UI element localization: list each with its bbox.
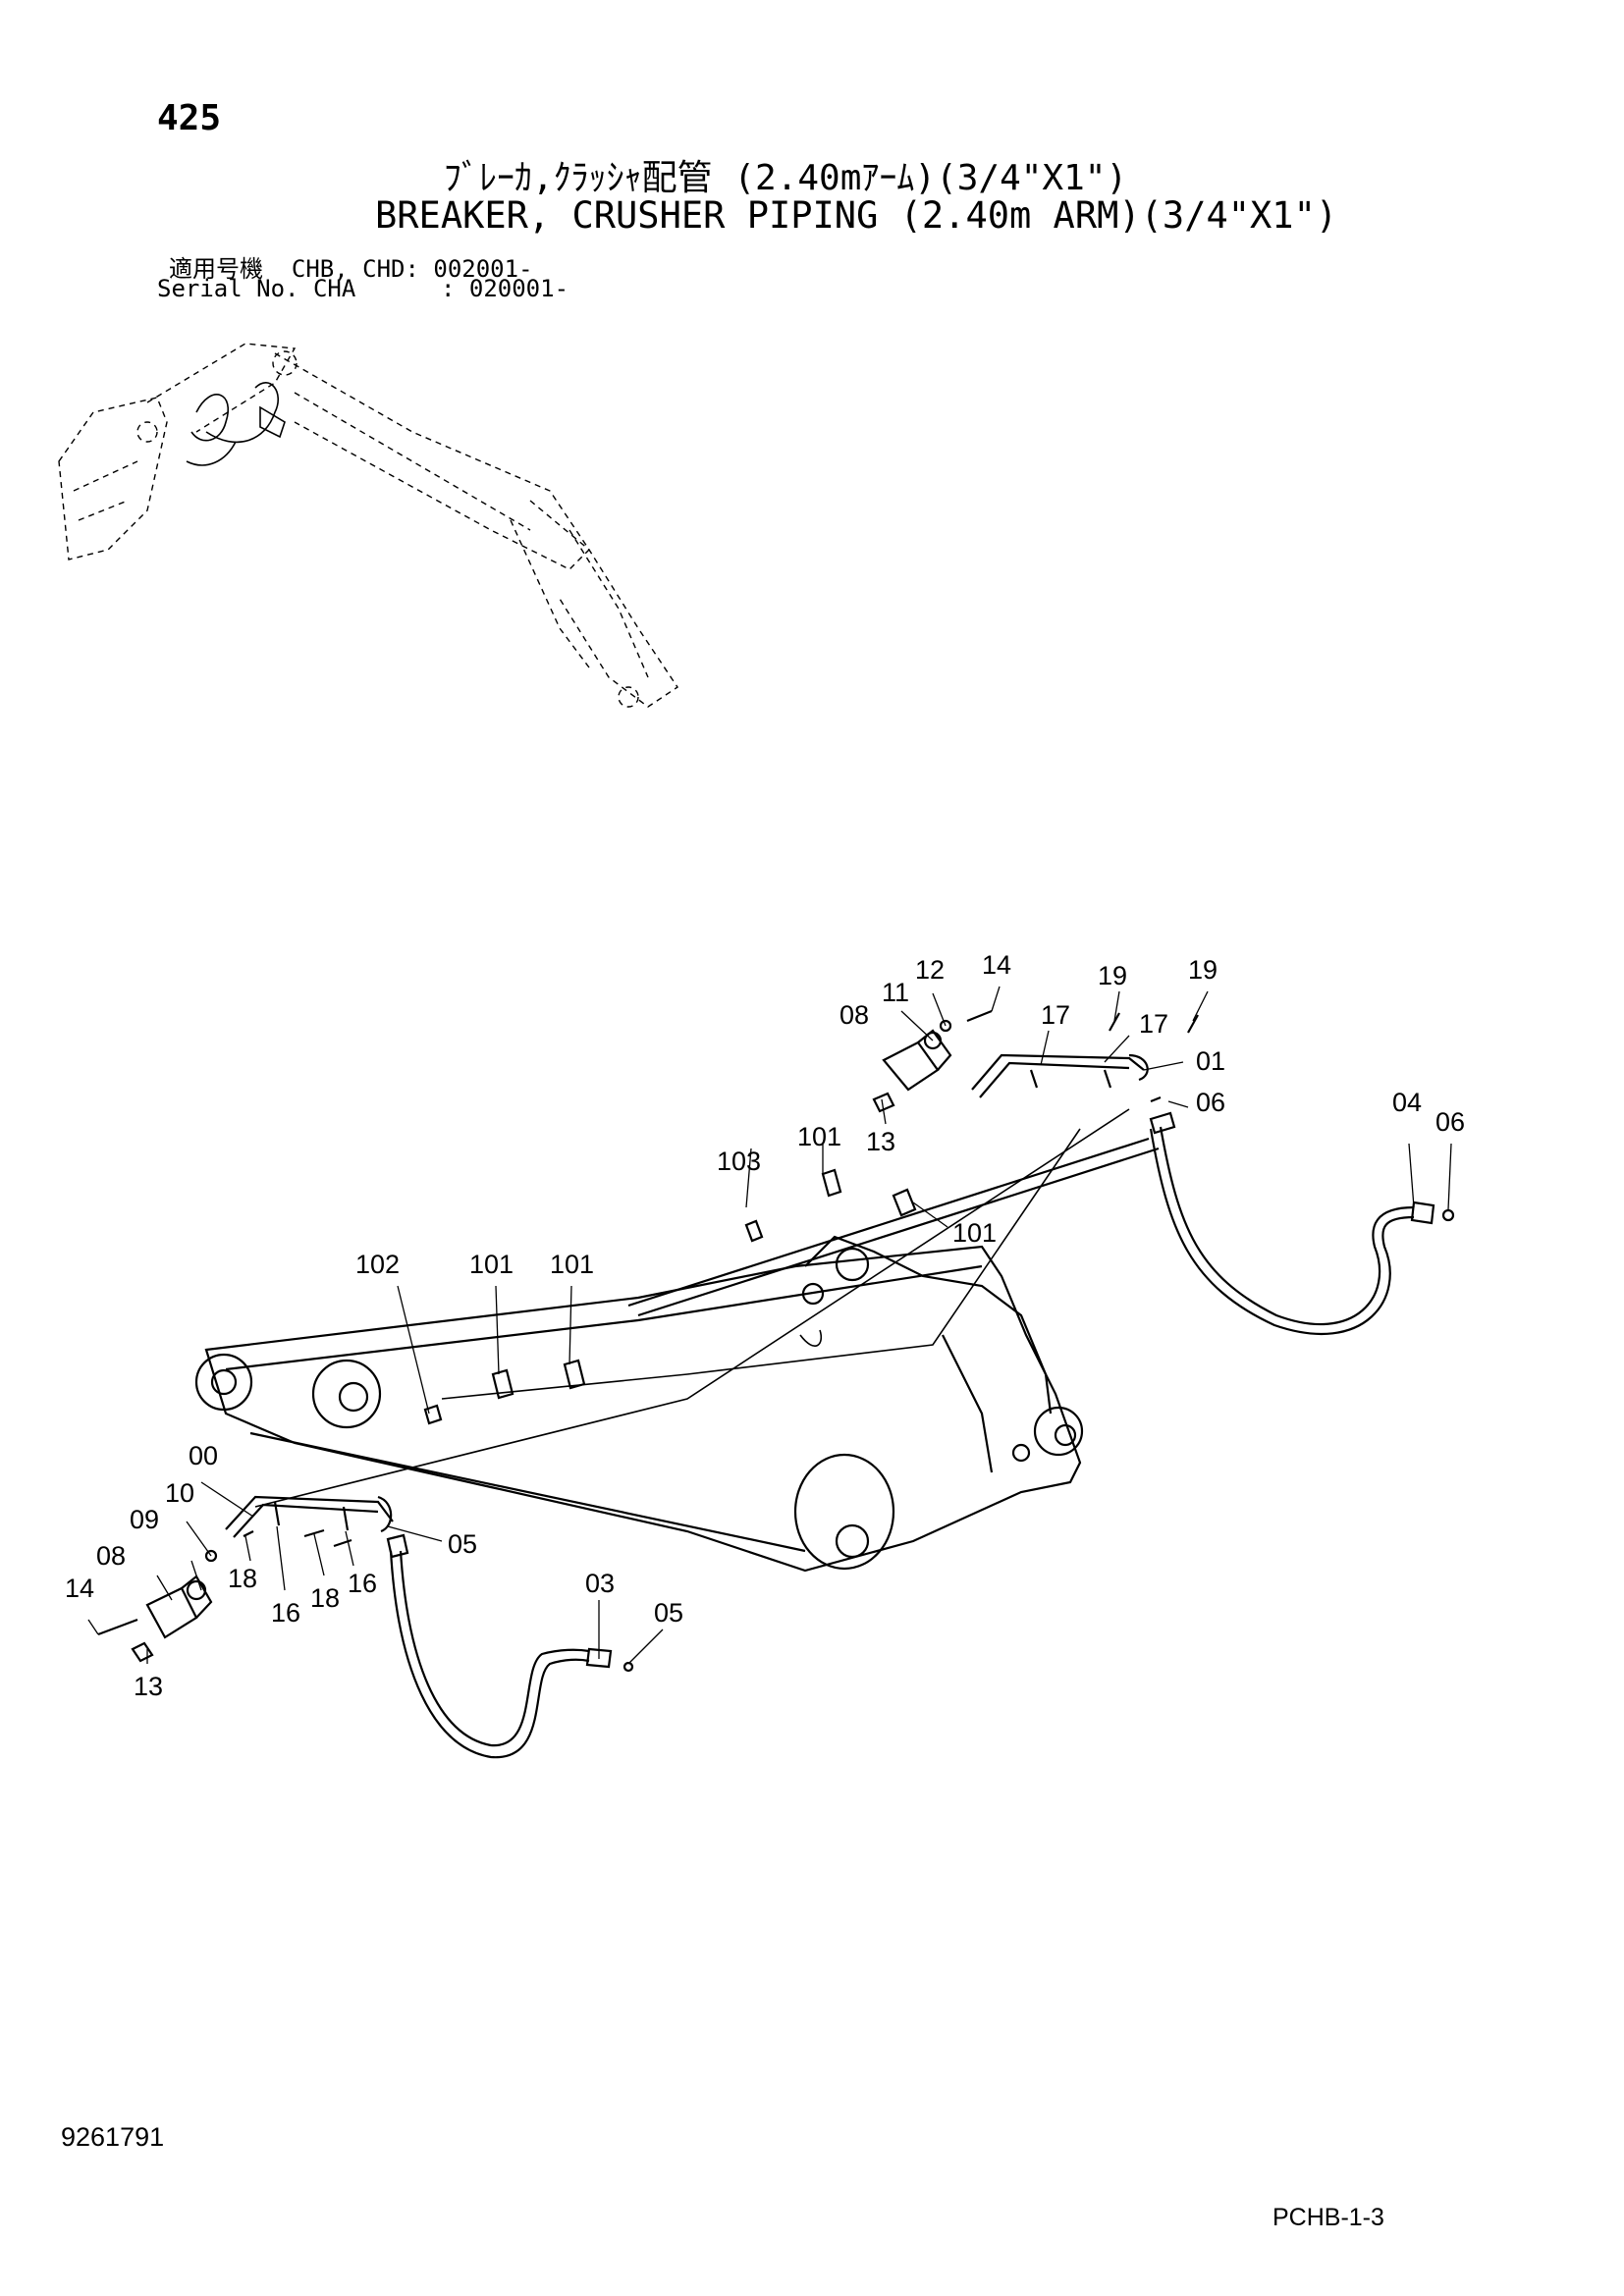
callout-06-a: 06 — [1196, 1088, 1225, 1117]
callout-103: 103 — [717, 1147, 761, 1176]
callout-13-top: 13 — [866, 1127, 895, 1156]
clamp-103 — [744, 1219, 764, 1243]
callout-12: 12 — [915, 955, 945, 985]
callout-11: 11 — [882, 978, 909, 1007]
lower-pipe-assembly — [97, 1495, 394, 1663]
clamp-101-b — [892, 1188, 917, 1217]
callout-101-d: 101 — [550, 1250, 594, 1279]
pipe-line-lower — [441, 1128, 1081, 1400]
clamp-102 — [423, 1404, 443, 1425]
callout-102: 102 — [355, 1250, 400, 1279]
callout-13-bottom: 13 — [134, 1672, 163, 1701]
clamp-101-c — [491, 1368, 514, 1400]
callout-09: 09 — [130, 1505, 159, 1534]
callout-17-a: 17 — [1041, 1000, 1070, 1030]
clamp-101-d — [563, 1359, 586, 1390]
callout-10: 10 — [165, 1478, 194, 1508]
callout-101-a: 101 — [797, 1122, 841, 1151]
callout-08-bottom: 08 — [96, 1541, 126, 1571]
page-number: 425 — [157, 98, 222, 138]
callout-01: 01 — [1196, 1046, 1225, 1076]
callout-04: 04 — [1392, 1088, 1422, 1117]
applicable-serial-line-1: 適用号機 CHB, CHD: 002001- — [169, 255, 533, 283]
title-english: BREAKER, CRUSHER PIPING (2.40m ARM)(3/4"… — [375, 194, 1338, 237]
clamp-101-a — [821, 1168, 842, 1198]
callout-19-a: 19 — [1098, 961, 1127, 990]
callout-19-b: 19 — [1188, 955, 1218, 985]
leader-lines — [87, 986, 1452, 1665]
callout-18-b: 18 — [310, 1583, 340, 1613]
callout-18-a: 18 — [228, 1564, 257, 1593]
applicable-serial-line-2: Serial No. CHA : 020001- — [157, 275, 569, 302]
upper-pipe-assembly — [872, 1009, 1199, 1113]
callout-17-b: 17 — [1139, 1009, 1168, 1039]
callout-16-b: 16 — [348, 1569, 377, 1598]
document-number: 9261791 — [61, 2122, 165, 2152]
callout-05-b: 05 — [654, 1598, 683, 1628]
callout-14-bottom: 14 — [65, 1574, 94, 1603]
callout-05-a: 05 — [448, 1529, 477, 1559]
callout-14-top: 14 — [982, 950, 1011, 980]
page-code: PCHB-1-3 — [1272, 2204, 1384, 2231]
callout-03: 03 — [585, 1569, 615, 1598]
title-japanese: ﾌﾞﾚｰｶ,ｸﾗｯｼｬ配管 (2.40mｱｰﾑ)(3/4"X1") — [444, 158, 1128, 198]
pipe-line-upper — [254, 1108, 1130, 1508]
hose-04 — [1149, 1111, 1455, 1336]
callout-00: 00 — [189, 1441, 218, 1470]
callout-16-a: 16 — [271, 1598, 300, 1628]
callout-06-b: 06 — [1435, 1107, 1465, 1137]
callout-08-top: 08 — [839, 1000, 869, 1030]
hose-03 — [386, 1533, 634, 1759]
overview-thumbnail — [58, 343, 678, 708]
arm-body — [194, 1137, 1160, 1573]
callout-101-c: 101 — [469, 1250, 514, 1279]
callout-101-b: 101 — [952, 1218, 997, 1248]
